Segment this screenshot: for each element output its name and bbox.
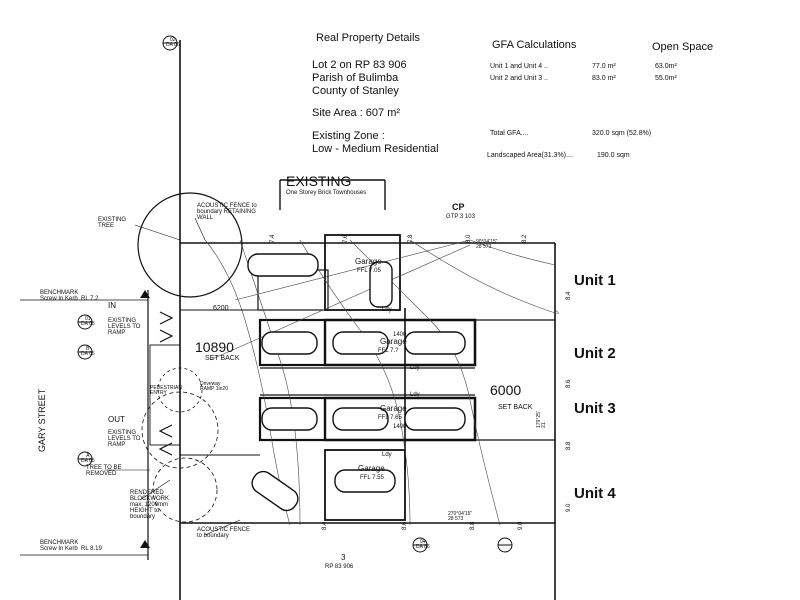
level-right-4: 9.0 — [566, 503, 572, 512]
level-top-5: 8.2 — [522, 234, 528, 243]
gfa-total-label: Total GFA.... — [490, 130, 529, 137]
zone-label: Existing Zone : — [312, 130, 385, 142]
in-label: IN — [108, 301, 116, 310]
landscaped-label: Landscaped Area(31.3%).... — [487, 152, 574, 159]
out-label: OUT — [108, 415, 125, 424]
site-area-text: Site Area : 607 m² — [312, 107, 401, 119]
laundry-unit-1: Ldy — [382, 307, 392, 313]
gfa-row-1-area: 77.0 m² — [592, 63, 616, 70]
gtp-label: GTP 3 103 — [446, 214, 475, 220]
contour-lines — [204, 239, 559, 526]
garage-unit-4: Garage — [358, 464, 385, 473]
marker-02: 02 DA 06 — [166, 37, 180, 48]
rp-bottom-label: RP 83 906 — [325, 564, 354, 570]
lot-3-label: 3 — [341, 553, 346, 562]
unit-1-label: Unit 1 — [574, 272, 616, 289]
driveway-label: Driveway RAMP 1in20 — [200, 381, 228, 392]
garage-unit-3: Garage — [380, 404, 407, 413]
lot-text: Lot 2 on RP 83 906 — [312, 59, 407, 71]
unit-2-footprint — [258, 318, 555, 367]
ffl-unit-1: FFL 7.05 — [357, 268, 381, 274]
bearing-bottom: 270°04'15" 28 573 — [448, 511, 473, 522]
garage-unit-1: Garage — [355, 257, 382, 266]
street-name: GARY STREET — [37, 388, 47, 452]
open-space-heading: Open Space — [652, 41, 714, 53]
marker-a: A DA 05 — [81, 453, 95, 464]
dim-1400-top: 1400 — [393, 332, 407, 338]
level-top-2: 7.6 — [343, 234, 349, 243]
existing-building-outline — [279, 179, 386, 210]
gfa-row-1-open: 63.0m² — [655, 63, 677, 70]
level-top-3: 7.8 — [408, 234, 414, 243]
marker-b: B DA 05 — [81, 346, 95, 357]
dim-1400-bottom: 1400 — [393, 424, 407, 430]
gfa-total-value: 320.0 sqm (52.8%) — [592, 130, 652, 137]
bearing-right: 179°25' 21. — [536, 411, 547, 428]
existing-levels-out: EXISTING LEVELS TO RAMP — [108, 430, 141, 448]
parish-text: Parish of Bulimba — [312, 72, 399, 84]
existing-subtitle: One Storey Brick Townhouses — [286, 190, 367, 196]
level-right-3: 8.8 — [566, 441, 572, 450]
benchmark-top-label: BENCHMARK Screw In Kerb RL 7.2 — [40, 290, 99, 302]
benchmark-triangle-top — [140, 290, 150, 298]
existing-title: EXISTING — [286, 173, 352, 189]
dim-6200: 6200 — [213, 305, 229, 312]
gfa-row-2-open: 55.0m² — [655, 75, 677, 82]
acoustic-fence-bottom-label: ACOUSTIC FENCE to boundary — [197, 527, 251, 539]
benchmark-bottom-label: BENCHMARK Screw In Kerb RL 8.19 — [40, 540, 102, 552]
laundry-unit-4: Ldy — [382, 452, 392, 458]
benchmark-triangle-bottom — [140, 540, 150, 548]
level-bottom-1: 8.4 — [322, 521, 328, 530]
traffic-arrows — [158, 311, 174, 456]
section-markers — [77, 35, 513, 553]
laundry-unit-3: Ldy — [410, 392, 420, 398]
ffl-unit-2: FFL 7.? — [378, 348, 399, 354]
existing-levels-in: EXISTING LEVELS TO RAMP — [108, 318, 141, 336]
unit-3-footprint — [258, 396, 555, 442]
unit-2-label: Unit 2 — [574, 345, 616, 362]
level-right-1: 8.4 — [566, 291, 572, 300]
level-bottom-3: 8.8 — [470, 521, 476, 530]
gfa-heading: GFA Calculations — [492, 39, 577, 51]
level-top-1: 7.4 — [270, 234, 276, 243]
pedestrian-entry-label: PEDESTRIAN ENTRY — [150, 385, 182, 396]
ffl-unit-3: FFL 7.65 — [378, 415, 402, 421]
gfa-row-2-area: 83.0 m² — [592, 75, 616, 82]
county-text: County of Stanley — [312, 85, 399, 97]
level-bottom-2: 8.6 — [402, 521, 408, 530]
acoustic-fence-top-label: ACOUSTIC FENCE to boundary RETAINING WAL… — [197, 203, 257, 221]
unit-4-label: Unit 4 — [574, 485, 616, 502]
rendered-blockwork-label: RENDERED BLOCKWORK max. 1200mm HEIGHT to… — [130, 490, 170, 520]
gfa-row-2-label: Unit 2 and Unit 3 .. — [490, 75, 548, 82]
marker-04: 04 DA 06 — [416, 539, 430, 550]
parked-cars — [247, 253, 466, 512]
garage-unit-2: Garage — [380, 337, 407, 346]
unit-4-footprint — [324, 449, 406, 521]
setback-right-label: SET BACK — [498, 404, 533, 411]
zone-value: Low - Medium Residential — [312, 143, 439, 155]
setback-left-label: SET BACK — [205, 355, 240, 362]
gfa-row-1-label: Unit 1 and Unit 4 .. — [490, 63, 548, 70]
unit-3-label: Unit 3 — [574, 400, 616, 417]
ffl-unit-4: FFL 7.55 — [360, 475, 384, 481]
level-bottom-4: 9.0 — [518, 521, 524, 530]
level-right-2: 8.6 — [566, 379, 572, 388]
marker-01: 01 DA 05 — [81, 316, 95, 327]
tree-removed-label: TREE TO BE REMOVED — [86, 465, 122, 477]
setback-right-value: 6000 — [490, 382, 522, 398]
level-top-4: 8.0 — [466, 234, 472, 243]
bearing-top: 90°04'15" 28 573 — [476, 239, 498, 250]
laundry-unit-2: Ldy — [410, 365, 420, 371]
setback-left-value: 10890 — [195, 339, 234, 355]
cp-label: CP — [452, 202, 465, 212]
landscaped-value: 190.0 sqm — [597, 152, 630, 159]
existing-tree-label: EXISTING TREE — [98, 217, 127, 229]
property-heading: Real Property Details — [316, 32, 420, 44]
